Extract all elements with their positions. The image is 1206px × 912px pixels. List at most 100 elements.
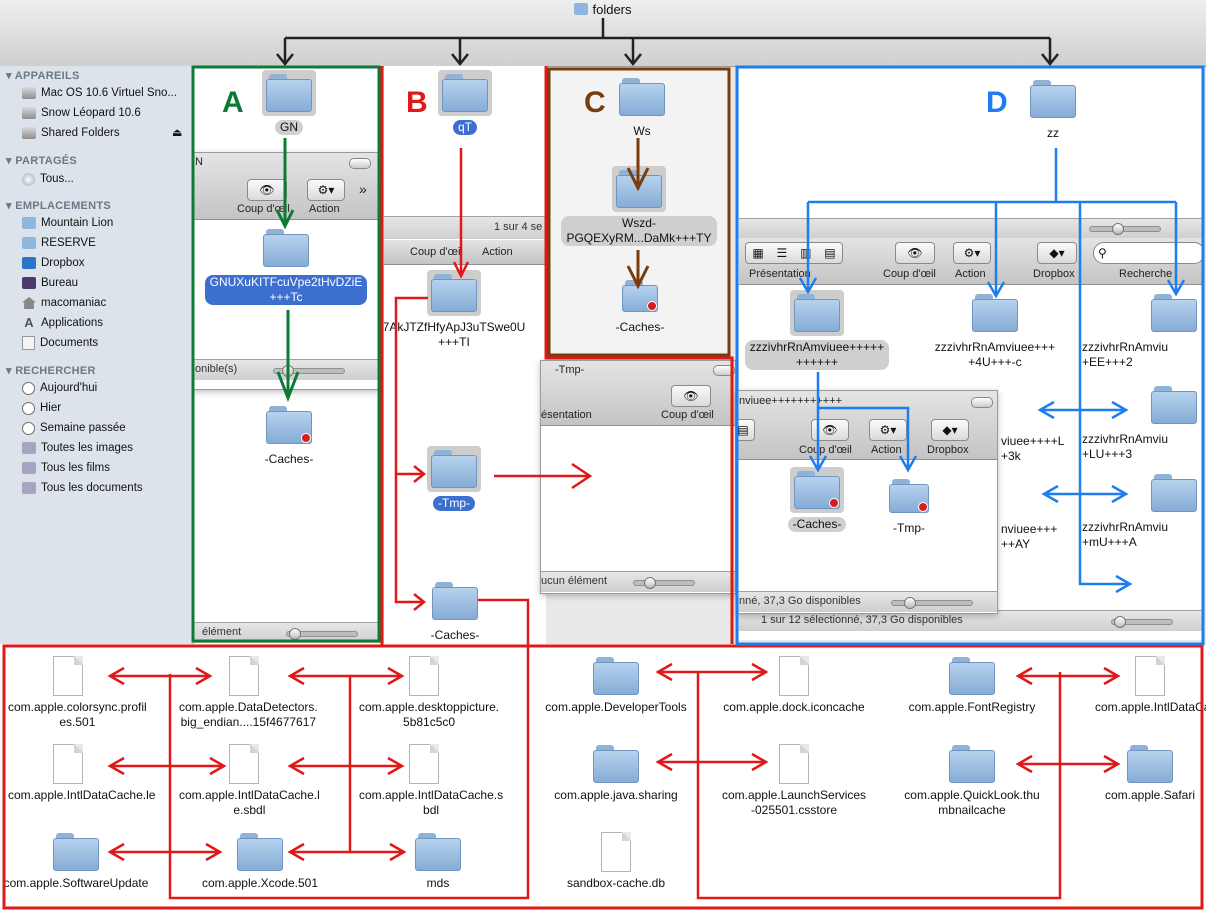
sidebar-item-shared-folders[interactable]: Shared Folders bbox=[22, 124, 120, 142]
quicklook-button[interactable]: 👁 bbox=[895, 242, 935, 264]
icon-size-slider[interactable] bbox=[1111, 616, 1173, 628]
folder-7akj[interactable]: 7AkJTZfHfyApJ3uTSwe0U +++TI bbox=[384, 270, 538, 350]
view-mode-control[interactable]: ▤ bbox=[737, 419, 755, 441]
toolbar-overflow-button[interactable]: » bbox=[359, 181, 367, 197]
bottom-item[interactable]: mds bbox=[388, 828, 488, 891]
bottom-item[interactable]: com.apple.java.sharing bbox=[531, 740, 701, 803]
search-field[interactable]: ⚲ bbox=[1093, 242, 1203, 264]
bottom-item[interactable]: com.apple.DeveloperTools bbox=[531, 652, 701, 715]
sidebar-item-mountain-lion[interactable]: Mountain Lion bbox=[22, 214, 113, 232]
folder-ws[interactable]: Ws bbox=[602, 74, 682, 139]
quicklook-button[interactable]: 👁 bbox=[671, 385, 711, 407]
bottom-item[interactable]: com.apple.IntlDataCache.s bdl bbox=[354, 740, 503, 818]
bottom-item-label: mds bbox=[426, 876, 450, 890]
icon-size-slider[interactable] bbox=[1089, 223, 1161, 235]
folder-caches-b[interactable]: -Caches- bbox=[420, 578, 490, 643]
folder-icon bbox=[949, 657, 995, 695]
folder-zzz-4[interactable]: zzzivhrRnAmviu +LU+++3 bbox=[1077, 382, 1203, 462]
quicklook-button[interactable]: 👁 bbox=[247, 179, 287, 201]
bottom-item[interactable]: com.apple.dock.iconcache bbox=[709, 652, 879, 715]
sidebar-section-appareils[interactable]: ▾ APPAREILS bbox=[6, 70, 80, 82]
folder-zzz-5[interactable]: zzzivhrRnAmviu +mU+++A bbox=[1077, 470, 1203, 550]
view-mode-control[interactable]: ▦☰▥▤ bbox=[745, 242, 843, 264]
sidebar-section-emplacements[interactable]: ▾ EMPLACEMENTS bbox=[6, 200, 112, 212]
icon-size-slider[interactable] bbox=[273, 365, 345, 377]
bottom-item-label: com.apple.IntlDataCache.s bdl bbox=[359, 788, 504, 817]
dropbox-button[interactable]: ◆▾ bbox=[931, 419, 969, 441]
bottom-item[interactable]: com.apple.IntlDataCache.l e.sbdl bbox=[174, 740, 320, 818]
sidebar-item-snow-leopard[interactable]: Snow Léopard 10.6 bbox=[22, 104, 141, 122]
folder-caches-d[interactable]: -Caches- bbox=[775, 467, 859, 532]
icon-size-slider[interactable] bbox=[891, 597, 973, 609]
sidebar-item-tous-les-documents[interactable]: Tous les documents bbox=[22, 479, 143, 497]
quicklook-button[interactable]: 👁 bbox=[811, 419, 849, 441]
bottom-item[interactable]: com.apple.Xcode.501 bbox=[180, 828, 340, 891]
folder-zzz-partial-2[interactable]: nviuee+++ ++AY bbox=[1001, 522, 1058, 551]
folder-gnux[interactable]: GNUXuKITFcuVpe2tHvDZiE +++Tc bbox=[194, 225, 379, 305]
sidebar-item-bureau[interactable]: Bureau bbox=[22, 274, 78, 292]
action-button[interactable]: ⚙▾ bbox=[953, 242, 991, 264]
folder-tmp-d[interactable]: -Tmp- bbox=[871, 475, 947, 536]
folder-zzz-3[interactable]: zzzivhrRnAmviu +EE+++2 bbox=[1077, 290, 1203, 370]
bottom-item[interactable]: com.apple.SoftwareUpdate bbox=[0, 828, 156, 891]
icon-size-slider[interactable] bbox=[633, 577, 695, 589]
home-icon bbox=[22, 297, 36, 309]
sidebar-item-tous-les-films[interactable]: Tous les films bbox=[22, 459, 110, 477]
toolbar-toggle-button[interactable] bbox=[349, 158, 371, 169]
toolbar-toggle-button[interactable] bbox=[713, 365, 735, 376]
bottom-item-label: com.apple.Safari bbox=[1104, 788, 1196, 802]
folder-tmp-b[interactable]: -Tmp- bbox=[422, 446, 486, 511]
bottom-item[interactable]: sandbox-cache.db bbox=[536, 828, 696, 891]
dropbox-button[interactable]: ◆▾ bbox=[1037, 242, 1077, 264]
bottom-item[interactable]: com.apple.IntlDataCache.le bbox=[3, 740, 155, 803]
folder-wszd[interactable]: Wszd- PGQEXyRM...DaMk+++TY bbox=[550, 166, 728, 246]
bottom-item[interactable]: com.apple.IntlDataCa bbox=[1090, 652, 1206, 715]
folder-zzz-1[interactable]: zzzivhrRnAmviuee+++++ ++++++ bbox=[739, 290, 909, 370]
sidebar-item-semaine-passee[interactable]: Semaine passée bbox=[22, 419, 126, 437]
smart-folder-icon bbox=[22, 442, 36, 454]
sidebar-section-partages[interactable]: ▾ PARTAGÉS bbox=[6, 155, 78, 167]
folder-zzz-partial-1[interactable]: viuee++++L +3k bbox=[1001, 434, 1065, 463]
sidebar-item-reserve[interactable]: RESERVE bbox=[22, 234, 96, 252]
bottom-item[interactable]: com.apple.colorsync.profil es.501 bbox=[3, 652, 147, 730]
bottom-item[interactable]: com.apple.DataDetectors. big_endian....1… bbox=[174, 652, 318, 730]
bottom-item-label: com.apple.IntlDataCache.l e.sbdl bbox=[179, 788, 320, 817]
sidebar-section-rechercher[interactable]: ▾ RECHERCHER bbox=[6, 365, 96, 377]
bottom-item[interactable]: com.apple.QuickLook.thu mbnailcache bbox=[887, 740, 1057, 818]
bottom-item[interactable]: com.apple.FontRegistry bbox=[887, 652, 1057, 715]
bottom-item[interactable]: com.apple.Safari bbox=[1090, 740, 1206, 803]
action-label: Action bbox=[871, 444, 902, 456]
bottom-item[interactable]: com.apple.LaunchServices -025501.csstore bbox=[709, 740, 879, 818]
sidebar-item-documents[interactable]: Documents bbox=[22, 334, 98, 352]
toolbar-tmp: -Tmp- 👁 ésentation Coup d'œil bbox=[541, 361, 735, 426]
sidebar-item-hier[interactable]: Hier bbox=[22, 399, 61, 417]
sidebar-item-dropbox[interactable]: Dropbox bbox=[22, 254, 84, 272]
file-icon bbox=[1135, 656, 1165, 696]
bottom-item-label: com.apple.dock.iconcache bbox=[723, 700, 865, 714]
search-icon: ⚲ bbox=[1098, 246, 1107, 260]
folder-caches-c[interactable]: -Caches- bbox=[598, 276, 682, 335]
gear-icon: ⚙▾ bbox=[963, 246, 981, 260]
icon-size-slider[interactable] bbox=[286, 628, 358, 640]
toolbar-toggle-button[interactable] bbox=[971, 397, 993, 408]
folder-caches-a[interactable]: -Caches- bbox=[244, 402, 334, 467]
panel-c: Ws Wszd- PGQEXyRM...DaMk+++TY -Caches- bbox=[550, 70, 728, 354]
sidebar-item-tous[interactable]: Tous... bbox=[22, 170, 74, 188]
sidebar-item-mac-os[interactable]: Mac OS 10.6 Virtuel Sno... bbox=[22, 84, 177, 102]
sidebar-item-toutes-les-images[interactable]: Toutes les images bbox=[22, 439, 133, 457]
folder-zz[interactable]: zz bbox=[1021, 76, 1085, 141]
dropbox-label: Dropbox bbox=[1033, 268, 1075, 280]
sidebar-item-macomaniac[interactable]: macomaniac bbox=[22, 294, 106, 312]
action-button[interactable]: ⚙▾ bbox=[307, 179, 345, 201]
action-button[interactable]: ⚙▾ bbox=[869, 419, 907, 441]
bottom-item[interactable]: com.apple.desktoppicture. 5b81c5c0 bbox=[354, 652, 499, 730]
status-text-d: 1 sur 12 sélectionné, 37,3 Go disponible… bbox=[761, 614, 963, 626]
folder-zzz-2[interactable]: zzzivhrRnAmviuee+++ +4U+++-c bbox=[915, 290, 1075, 370]
folder-gn[interactable]: GN bbox=[254, 70, 324, 135]
eject-icon[interactable]: ⏏ bbox=[172, 127, 183, 139]
search-label: Recherche bbox=[1119, 268, 1173, 280]
file-icon bbox=[601, 832, 631, 872]
sidebar-item-aujourdhui[interactable]: Aujourd'hui bbox=[22, 379, 97, 397]
folder-qt[interactable]: qT bbox=[430, 70, 500, 135]
